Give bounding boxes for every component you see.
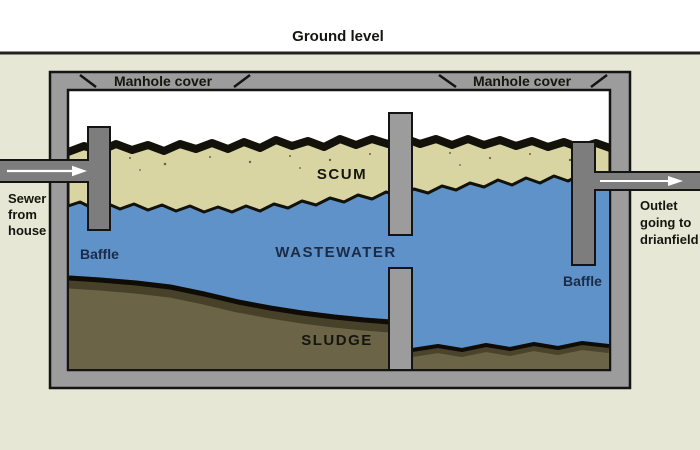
outlet-label-line2: going to <box>640 215 691 230</box>
manhole-right-slash-icon <box>590 74 608 88</box>
sewer-label-line1: Sewer <box>8 191 46 206</box>
manhole-left-slash-icon <box>233 74 251 88</box>
inlet-flow-arrow-icon <box>7 165 87 177</box>
baffle-right-label: Baffle <box>563 273 602 289</box>
sludge-layer-left <box>69 278 390 369</box>
sludge-right-top-edge <box>411 341 609 352</box>
sludge-left-dark-band <box>69 275 391 333</box>
manhole-cover-right-label: Manhole cover <box>473 73 572 89</box>
ground-level-label: Ground level <box>292 28 384 45</box>
outlet-baffle <box>571 141 596 266</box>
manhole-right-slash-icon <box>438 73 457 89</box>
outlet-label-line1: Outlet <box>640 198 678 213</box>
sky-background <box>0 0 700 53</box>
center-divider-lower <box>388 267 413 371</box>
center-divider-upper <box>388 112 413 236</box>
sludge-right-dark-band <box>411 342 609 357</box>
sewer-label-line3: house <box>8 223 46 238</box>
outlet-drainfield-label: Outlet going to drianfield <box>640 198 699 247</box>
sludge-label: SLUDGE <box>301 332 373 349</box>
sewer-from-house-label: Sewer from house <box>8 191 46 238</box>
baffle-left-label: Baffle <box>80 246 119 262</box>
wastewater-label: WASTEWATER <box>275 244 396 261</box>
outlet-label-line3: drianfield <box>640 232 699 247</box>
manhole-cover-marks <box>79 73 608 89</box>
manhole-left-slash-icon <box>79 74 97 88</box>
outlet-flow-arrow-icon <box>600 176 683 186</box>
sewer-label-line2: from <box>8 207 37 222</box>
scum-top-crust <box>69 134 609 156</box>
inlet-baffle <box>87 126 111 231</box>
scum-label: SCUM <box>317 166 367 183</box>
manhole-cover-left-label: Manhole cover <box>114 73 213 89</box>
sludge-left-top-edge <box>69 275 391 325</box>
